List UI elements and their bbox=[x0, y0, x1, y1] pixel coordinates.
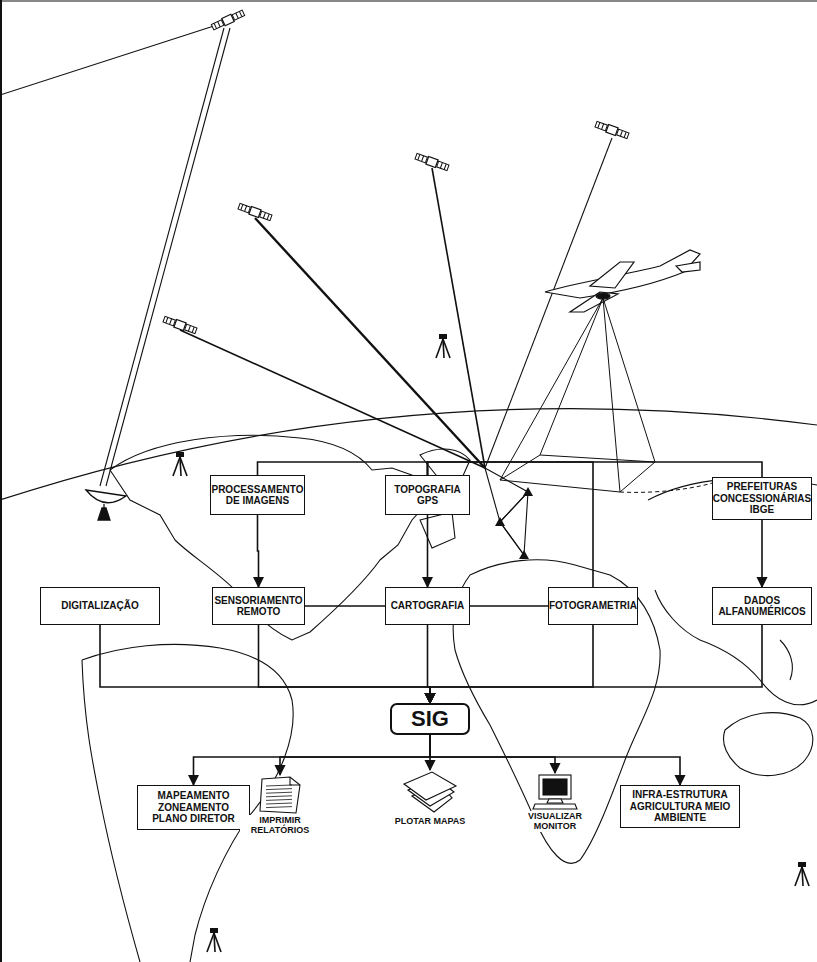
connector bbox=[761, 520, 763, 588]
satellite bbox=[163, 9, 630, 334]
continent-outlines bbox=[82, 435, 817, 962]
system-title: SIG bbox=[411, 706, 449, 731]
node-label: INFRA-ESTRUTURA AGRICULTURA MEIO AMBIENT… bbox=[625, 789, 735, 824]
connector bbox=[428, 462, 763, 477]
signal-lines bbox=[0, 24, 612, 486]
process-box: TOPOGRAFIA GPS bbox=[385, 475, 470, 515]
node-label: DADOS ALFANUMÉRICOS bbox=[717, 595, 807, 618]
connector bbox=[100, 625, 430, 703]
camera-footprint bbox=[500, 298, 722, 492]
connector bbox=[259, 625, 431, 703]
node-label: PLOTAR MAPAS bbox=[393, 816, 468, 826]
connector bbox=[280, 735, 430, 775]
report-icon: IMPRIMIR RELATÓRIOS bbox=[240, 775, 320, 837]
airplane bbox=[545, 250, 700, 312]
node-label: FOTOGRAMETRIA bbox=[549, 600, 637, 612]
node-label: DIGITALIZAÇÃO bbox=[61, 600, 139, 612]
dish-antenna bbox=[86, 490, 126, 520]
output-box: INFRA-ESTRUTURA AGRICULTURA MEIO AMBIENT… bbox=[620, 785, 740, 828]
connector bbox=[430, 625, 762, 703]
report-icon bbox=[240, 775, 320, 815]
survey-tripod bbox=[173, 334, 809, 952]
gps-network bbox=[485, 468, 533, 559]
map-sheets-icon: PLOTAR MAPAS bbox=[385, 770, 475, 840]
connector bbox=[430, 625, 593, 703]
connector bbox=[427, 515, 429, 587]
connector bbox=[430, 735, 555, 773]
connector bbox=[258, 515, 259, 587]
node-label: PREFEITURAS CONCESSIONÁRIAS IBGE bbox=[713, 481, 811, 516]
connector bbox=[470, 605, 548, 607]
monitor-icon bbox=[515, 773, 595, 811]
input-box: DIGITALIZAÇÃO bbox=[40, 587, 160, 625]
node-label: TOPOGRAFIA GPS bbox=[390, 484, 465, 507]
node-label: MAPEAMENTO ZONEAMENTO PLANO DIRETOR bbox=[142, 790, 245, 825]
process-box: PROCESSAMENTO DE IMAGENS bbox=[210, 475, 305, 515]
frame-line bbox=[0, 1, 817, 2]
source-box: PREFEITURAS CONCESSIONÁRIAS IBGE bbox=[712, 477, 812, 520]
node-label: PROCESSAMENTO DE IMAGENS bbox=[211, 484, 303, 507]
monitor-icon: VISUALIZAR MONITOR bbox=[515, 773, 595, 835]
node-label: CARTOGRAFIA bbox=[391, 600, 465, 612]
frame-line bbox=[0, 0, 2, 962]
node-label: VISUALIZAR MONITOR bbox=[515, 811, 595, 832]
input-box: FOTOGRAMETRIA bbox=[548, 587, 638, 625]
node-label: IMPRIMIR RELATÓRIOS bbox=[240, 815, 320, 836]
connector bbox=[194, 735, 431, 785]
input-box: CARTOGRAFIA bbox=[385, 587, 470, 625]
input-box: DADOS ALFANUMÉRICOS bbox=[712, 587, 812, 625]
connector bbox=[258, 462, 428, 475]
input-box: SENSORIAMENTO REMOTO bbox=[212, 587, 305, 625]
system-box: SIG bbox=[390, 703, 470, 735]
connector bbox=[305, 605, 385, 607]
map-sheets-icon bbox=[385, 770, 475, 816]
node-label: SENSORIAMENTO REMOTO bbox=[214, 595, 302, 618]
output-box: MAPEAMENTO ZONEAMENTO PLANO DIRETOR bbox=[137, 785, 250, 830]
